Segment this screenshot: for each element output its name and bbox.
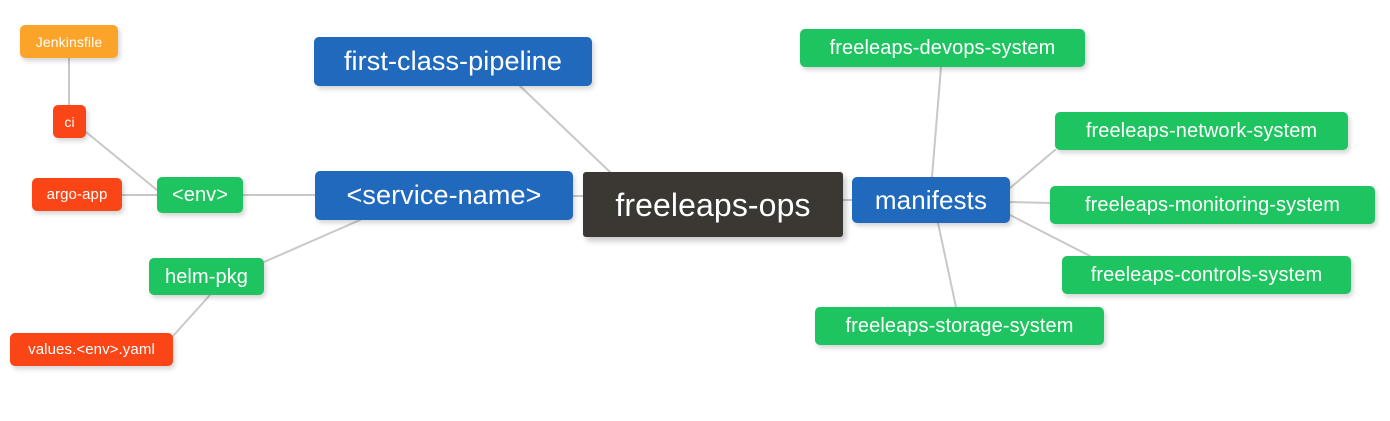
edge-helm-pkg-to-service-name (263, 219, 361, 263)
node-freeleaps-devops-system[interactable]: freeleaps-devops-system (800, 29, 1085, 67)
node-freeleaps-monitoring-system[interactable]: freeleaps-monitoring-system (1050, 186, 1375, 224)
node-label: values.<env>.yaml (28, 341, 155, 358)
node-label: freeleaps-devops-system (829, 37, 1056, 59)
node-freeleaps-network-system[interactable]: freeleaps-network-system (1055, 112, 1348, 150)
node-label: argo-app (46, 186, 108, 203)
edge-manifests-to-freeleaps-storage-system (937, 222, 957, 308)
node-label: freeleaps-ops (615, 186, 811, 223)
edge-manifests-to-freeleaps-monitoring-system (1009, 201, 1051, 204)
node-freeleaps-storage-system[interactable]: freeleaps-storage-system (815, 307, 1104, 345)
node-helm-pkg[interactable]: helm-pkg (149, 258, 264, 295)
node-label: manifests (874, 185, 988, 215)
node-label: freeleaps-storage-system (845, 315, 1074, 337)
node-values-env-yaml[interactable]: values.<env>.yaml (10, 333, 173, 366)
node-label: first-class-pipeline (343, 46, 563, 76)
node-label: freeleaps-monitoring-system (1084, 194, 1340, 216)
node-label: <env> (171, 184, 229, 206)
node-ci[interactable]: ci (53, 105, 86, 138)
node-label: Jenkinsfile (35, 33, 103, 50)
node-env[interactable]: <env> (157, 177, 243, 213)
node-label: <service-name> (346, 180, 542, 210)
edge-values-env-yaml-to-helm-pkg (172, 294, 211, 337)
edge-first-class-pipeline-to-freeleaps-ops (519, 85, 611, 173)
node-manifests[interactable]: manifests (852, 177, 1010, 223)
node-jenkinsfile[interactable]: Jenkinsfile (20, 25, 118, 58)
node-freeleaps-controls-system[interactable]: freeleaps-controls-system (1062, 256, 1351, 294)
edge-freeleaps-devops-system-to-manifests (931, 66, 942, 178)
edge-manifests-to-freeleaps-network-system (1009, 149, 1056, 189)
node-service-name[interactable]: <service-name> (315, 171, 573, 220)
node-freeleaps-ops[interactable]: freeleaps-ops (583, 172, 843, 237)
node-label: freeleaps-network-system (1085, 120, 1318, 142)
node-label: freeleaps-controls-system (1090, 264, 1323, 286)
node-label: helm-pkg (164, 265, 249, 288)
node-argo-app[interactable]: argo-app (32, 178, 122, 211)
node-first-class-pipeline[interactable]: first-class-pipeline (314, 37, 592, 86)
node-label: ci (64, 113, 75, 130)
